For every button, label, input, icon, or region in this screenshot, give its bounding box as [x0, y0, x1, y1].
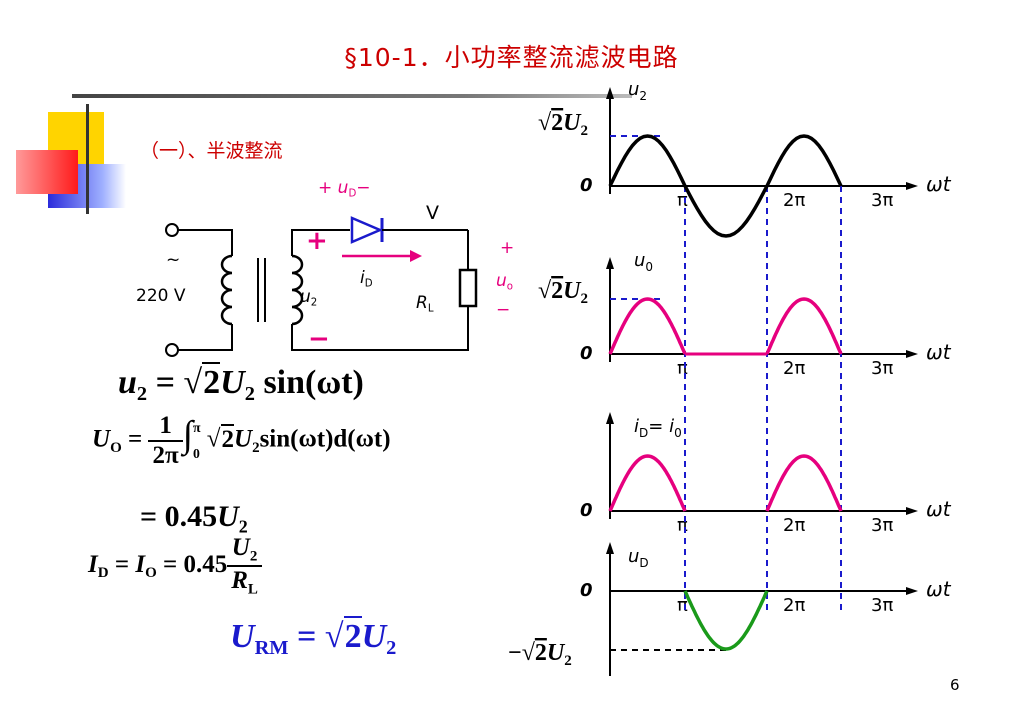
circuit-diagram	[165, 216, 478, 357]
panel-label-uo: u0	[634, 250, 653, 274]
wave-u2	[608, 134, 843, 238]
secondary-plus: +	[306, 226, 328, 256]
panel-label-iD: iD= i0	[634, 416, 682, 440]
formula-UO-result: = 0.45U2	[140, 500, 248, 537]
section-heading: （一）、半波整流	[140, 140, 283, 162]
tick-pi-uo: π	[677, 358, 688, 379]
wave-uo-2	[765, 297, 843, 355]
page-number: 6	[950, 676, 960, 694]
wave-iD-1	[608, 454, 687, 512]
tick-3pi-uD: 3π	[871, 595, 893, 616]
axis-y-arrow-uo	[606, 257, 614, 269]
axis-y-arrow-uD	[606, 542, 614, 554]
zero-label-uD: 0	[580, 580, 593, 601]
formula-URM: URM = √2U2	[230, 616, 397, 660]
diode-V-label: V	[426, 202, 439, 224]
formula-u2: u2 = √2U2 sin(ωt)	[118, 362, 364, 406]
uo-minus: −	[496, 300, 511, 320]
header-divider	[72, 94, 632, 98]
zero-label-uo: 0	[580, 343, 593, 364]
primary-wire-top	[178, 229, 233, 256]
decor-corner-blocks	[8, 104, 148, 214]
secondary-coil	[291, 254, 304, 326]
secondary-wire-bottom	[291, 306, 469, 351]
page-title: §10-1．小功率整流滤波电路	[344, 43, 679, 72]
zero-label-u2: 0	[580, 175, 593, 196]
tick-pi-iD: π	[677, 515, 688, 536]
axis-x-arrow-uD	[906, 587, 918, 595]
panel-label-uD: uD	[628, 546, 649, 570]
secondary-minus: −	[308, 324, 330, 354]
wave-uD	[683, 590, 769, 651]
tick-3pi-iD: 3π	[871, 515, 893, 536]
omega-t-label-iD: ωt	[926, 497, 952, 521]
axis-y-arrow-u2	[606, 87, 614, 99]
primary-wire-bottom	[178, 324, 233, 351]
axis-y-arrow-iD	[606, 412, 614, 424]
axis-x-arrow-uo	[906, 350, 918, 358]
tick-pi-uD: π	[677, 595, 688, 616]
u2-label: u2	[300, 287, 318, 309]
iD-label: iD	[360, 268, 373, 290]
tick-2pi-iD: 2π	[783, 515, 805, 536]
uD-label: + uD−	[318, 178, 371, 200]
peak-label-u2: √2U2	[538, 110, 588, 139]
zero-label-iD: 0	[580, 500, 593, 521]
primary-coil	[220, 254, 233, 326]
tick-3pi-u2: 3π	[871, 190, 893, 211]
source-voltage: 220 V	[136, 286, 186, 306]
peak-label-uD: −√2U2	[508, 640, 572, 669]
source-tilde: ~	[166, 250, 181, 270]
omega-t-label-u2: ωt	[926, 172, 952, 196]
panel-label-u2: u2	[628, 79, 647, 103]
tick-pi-u2: π	[677, 190, 688, 211]
omega-t-label-uD: ωt	[926, 577, 952, 601]
diode-symbol	[350, 216, 384, 244]
load-resistor	[458, 268, 478, 308]
tick-2pi-u2: 2π	[783, 190, 805, 211]
wave-iD-2	[765, 454, 843, 512]
uo-plus: +	[500, 238, 515, 258]
axis-x-arrow-iD	[906, 507, 918, 515]
wave-uo-1	[608, 297, 687, 355]
tick-3pi-uo: 3π	[871, 358, 893, 379]
RL-label: RL	[416, 293, 434, 315]
secondary-wire-top	[291, 229, 350, 256]
axis-x-arrow-u2	[906, 182, 918, 190]
tick-2pi-uo: 2π	[783, 358, 805, 379]
omega-t-label-uo: ωt	[926, 340, 952, 364]
tick-2pi-uD: 2π	[783, 595, 805, 616]
peak-label-uo: √2U2	[538, 278, 588, 307]
uo-label: uo	[496, 271, 514, 293]
